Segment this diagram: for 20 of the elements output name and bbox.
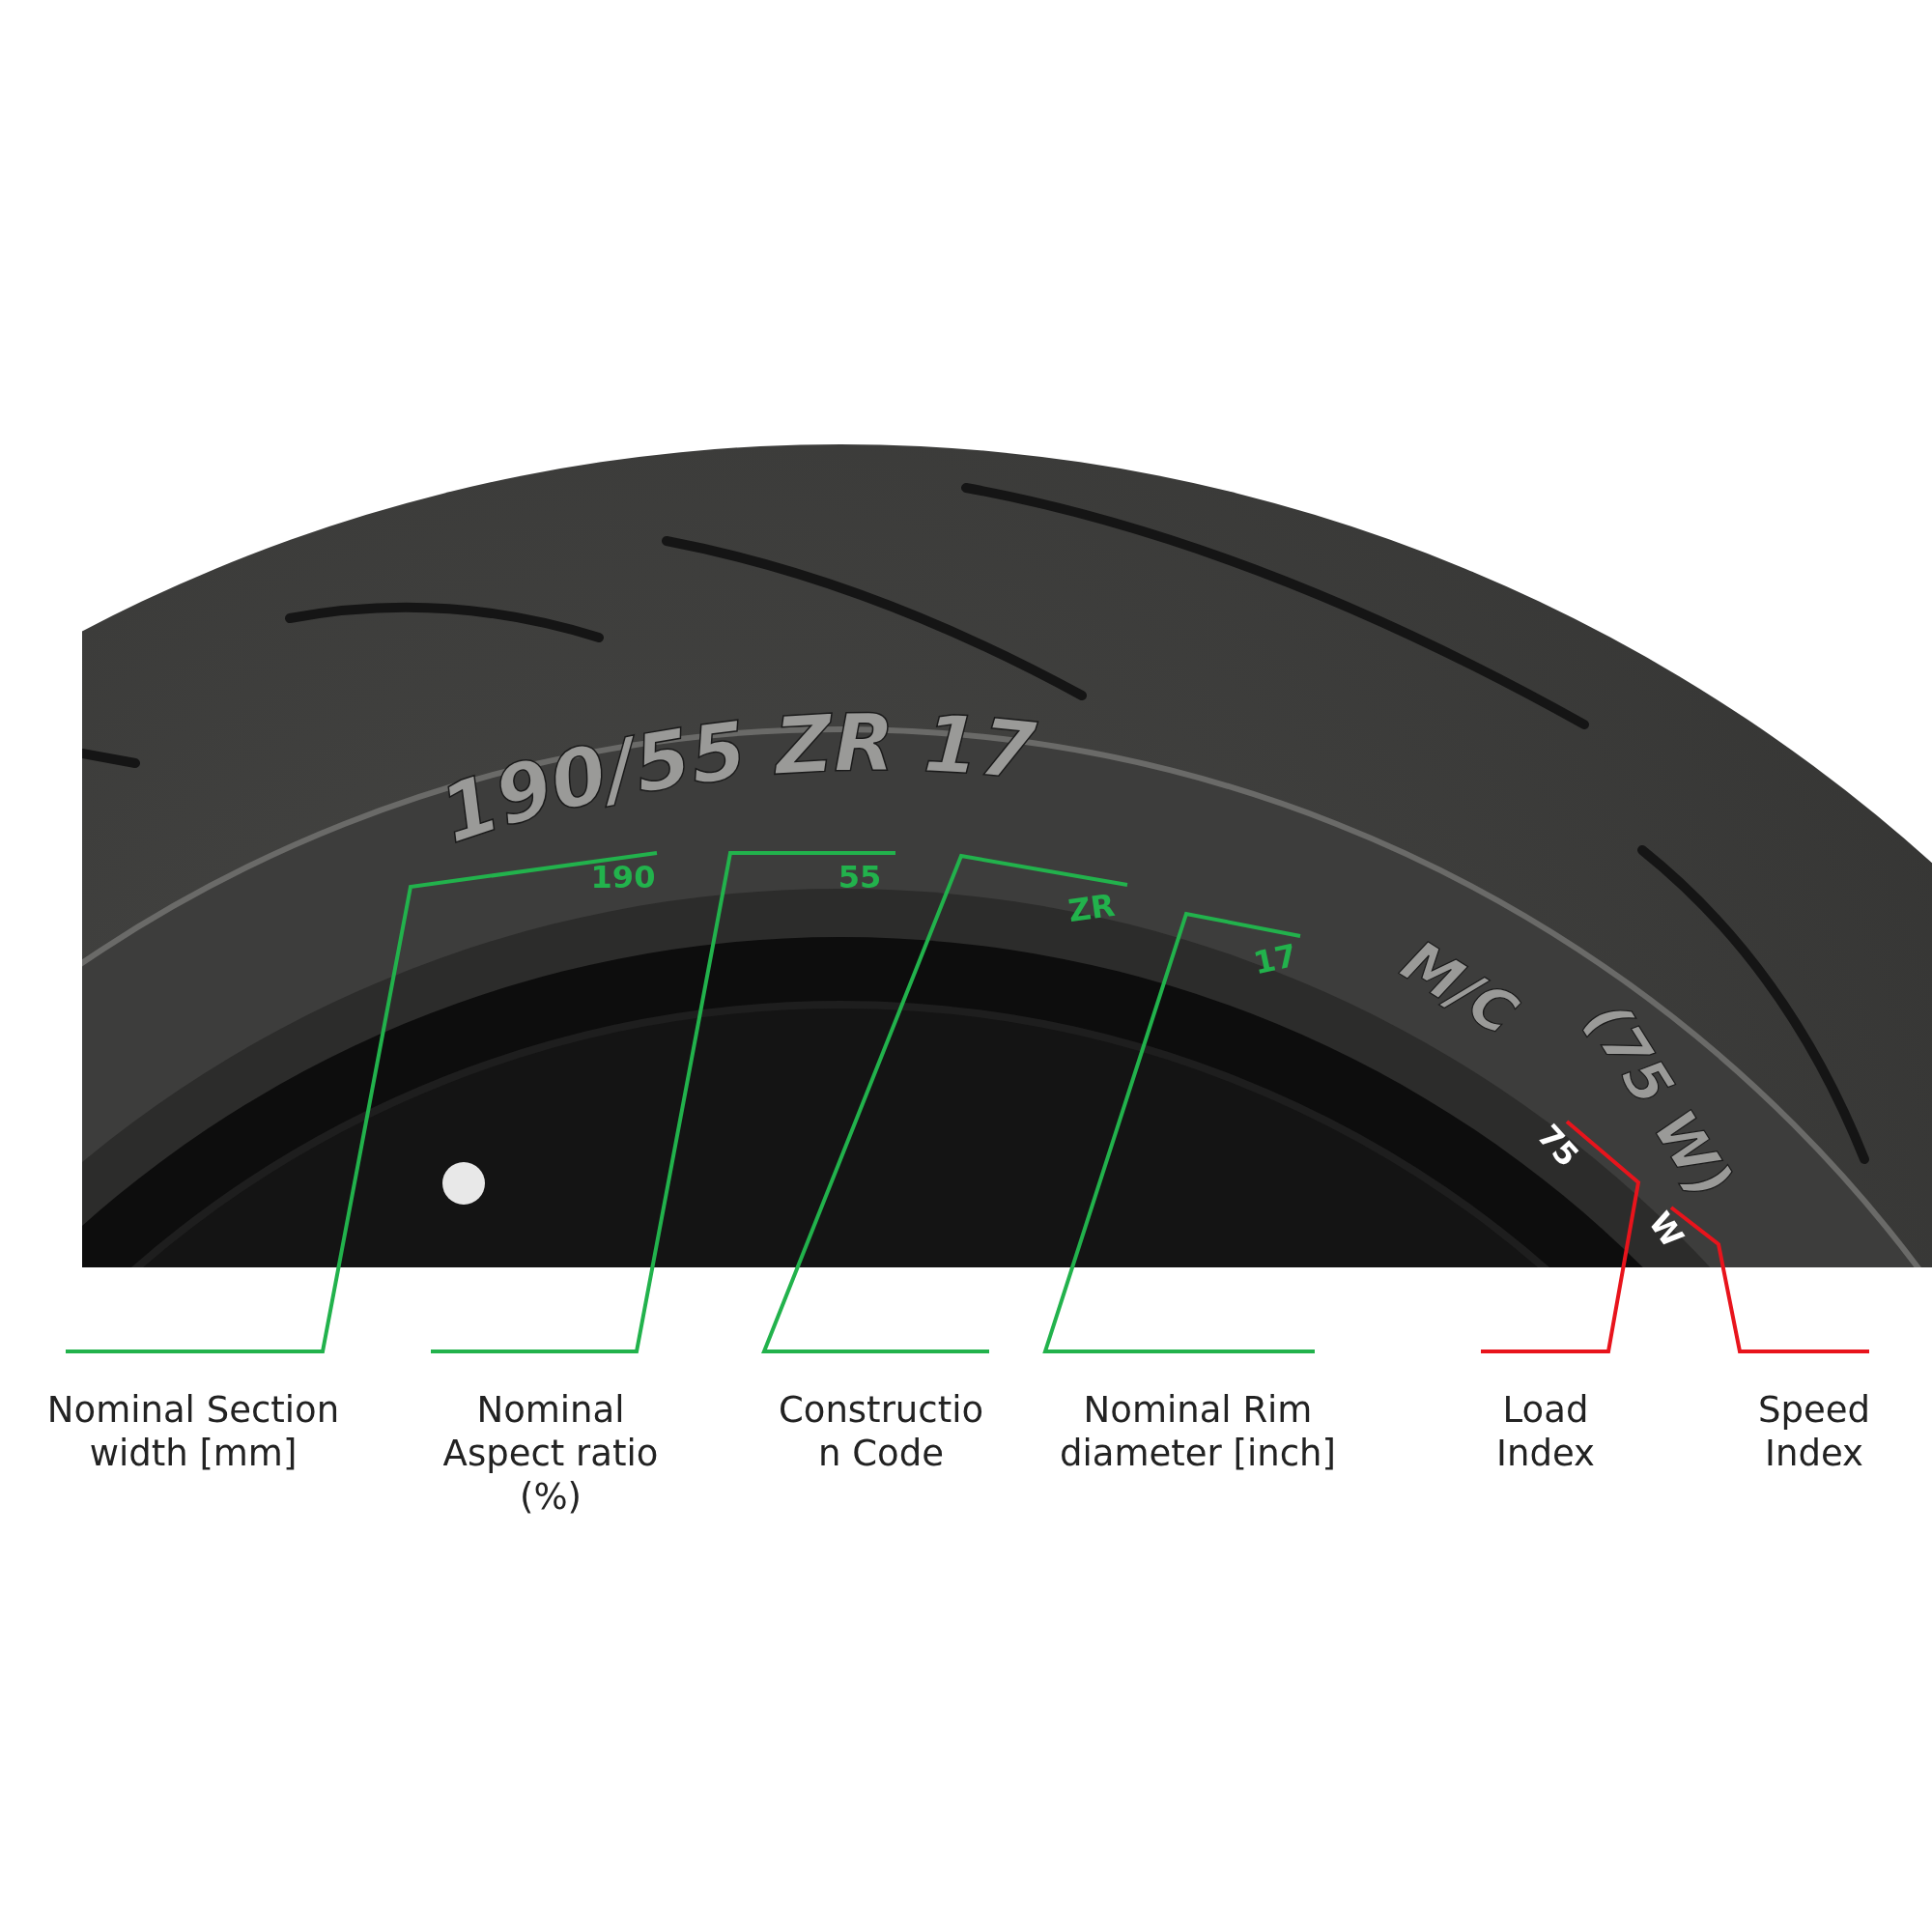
callout-label: Nominal Rim diameter [inch]: [1024, 1351, 1372, 1475]
leader-line: [1042, 911, 1315, 1353]
callout-number: 75: [1526, 1114, 1590, 1178]
callout-label: Load Index: [1454, 1351, 1637, 1475]
callout-number: 55: [826, 860, 894, 895]
callout-number: 17: [1247, 937, 1303, 981]
leader-line: [1481, 1120, 1641, 1353]
callout-label: Constructio n Code: [768, 1351, 994, 1475]
sidewall-text: M/C: [1390, 926, 1529, 1049]
leader-line: [66, 851, 658, 1353]
callout-label: Nominal Section width [mm]: [10, 1351, 377, 1475]
callout-number: ZR: [1055, 886, 1128, 930]
sidewall-text: 190/55 ZR 17: [429, 696, 1040, 861]
callout-number: W: [1640, 1204, 1692, 1256]
leader-line: [1669, 1206, 1869, 1353]
leader-line: [431, 851, 895, 1353]
callout-label: Nominal Aspect ratio (%): [425, 1351, 676, 1519]
callout-label: Speed Index: [1718, 1351, 1911, 1475]
callout-number: 190: [589, 860, 657, 895]
leader-line: [761, 853, 1128, 1353]
